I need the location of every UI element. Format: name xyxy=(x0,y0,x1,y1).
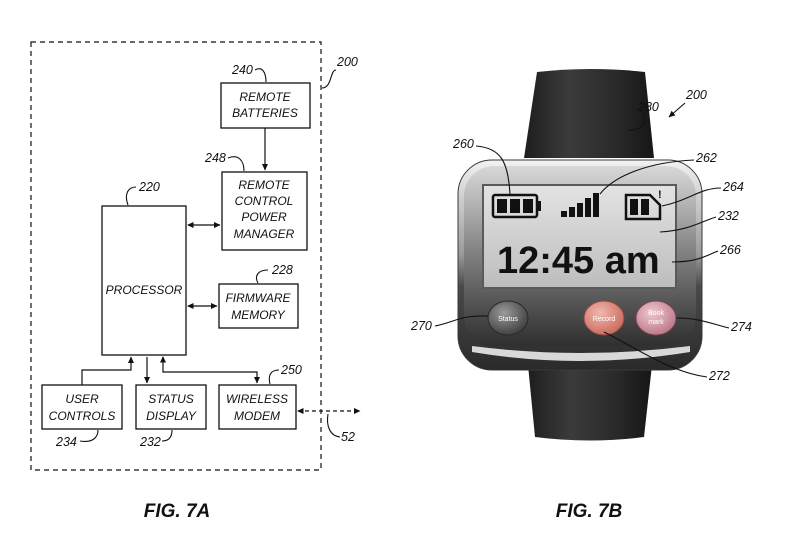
remote-batteries-ref: 240 xyxy=(231,63,253,77)
user-controls-block: USER CONTROLS xyxy=(42,385,122,429)
power-manager-line-3: POWER xyxy=(241,210,287,224)
system-ref-leader xyxy=(322,70,336,88)
remote-batteries-block: REMOTE BATTERIES xyxy=(221,83,310,128)
record-button-label: Record xyxy=(593,316,616,323)
status-button-ref: 270 xyxy=(410,319,432,333)
remote-battery-ref: 264 xyxy=(722,180,744,194)
firmware-memory-leader xyxy=(256,270,268,283)
lower-strap xyxy=(528,365,652,441)
power-manager-line-1: REMOTE xyxy=(238,178,290,192)
status-display-ref: 232 xyxy=(139,435,161,449)
fig-7b-caption: FIG. 7B xyxy=(556,501,623,522)
status-button[interactable]: Status xyxy=(488,301,528,335)
upper-strap xyxy=(524,69,654,158)
display-ref: 232 xyxy=(717,209,739,223)
battery-ref: 260 xyxy=(452,137,474,151)
user-controls-line-2: CONTROLS xyxy=(49,409,116,423)
power-manager-line-2: CONTROL xyxy=(235,194,294,208)
remote-batteries-line-1: REMOTE xyxy=(239,90,291,104)
firmware-memory-ref: 228 xyxy=(271,263,293,277)
power-manager-leader xyxy=(228,157,244,171)
status-display-block: STATUS DISPLAY xyxy=(136,385,206,429)
fig-7a-block-diagram: 200 REMOTE BATTERIES 240 REMOTE CONTROL … xyxy=(31,42,360,522)
record-button[interactable]: Record xyxy=(584,301,624,335)
bookmark-button[interactable]: Book mark xyxy=(636,301,676,335)
remote-batteries-leader xyxy=(255,69,266,82)
bookmark-button-ref: 274 xyxy=(730,320,752,334)
wireless-link-leader xyxy=(328,414,341,437)
wireless-modem-line-2: MODEM xyxy=(234,409,280,423)
remote-battery-alert: ! xyxy=(658,189,662,201)
strap-ref: 280 xyxy=(637,100,659,114)
record-button-ref: 272 xyxy=(708,369,730,383)
user-controls-ref: 234 xyxy=(55,435,77,449)
fig-7a-caption: FIG. 7A xyxy=(144,501,211,522)
processor-label: PROCESSOR xyxy=(106,283,183,297)
watch-system-ref: 200 xyxy=(685,88,707,102)
watch-time-display: 12:45 am xyxy=(497,240,660,282)
remote-batteries-line-2: BATTERIES xyxy=(232,106,298,120)
status-button-label: Status xyxy=(498,316,518,323)
processor-leader xyxy=(126,187,136,205)
power-manager-ref: 248 xyxy=(204,151,226,165)
status-display-line-1: STATUS xyxy=(148,392,194,406)
firmware-memory-line-1: FIRMWARE xyxy=(225,291,291,305)
time-ref: 266 xyxy=(719,243,741,257)
fig-7b-watch-illustration: ! 12:45 am Status Record Book mark 200 2… xyxy=(410,69,752,522)
user-controls-line-1: USER xyxy=(65,392,99,406)
power-manager-line-4: MANAGER xyxy=(234,227,295,241)
status-display-leader xyxy=(162,430,172,441)
wireless-modem-ref: 250 xyxy=(280,363,302,377)
watch-system-ref-arrow xyxy=(669,103,685,117)
bookmark-button-label-line-2: mark xyxy=(648,319,664,326)
user-controls-leader xyxy=(80,430,98,441)
wireless-link-ref: 52 xyxy=(341,430,355,444)
firmware-memory-line-2: MEMORY xyxy=(231,308,286,322)
processor-modem-arrow xyxy=(163,357,257,383)
wireless-modem-line-1: WIRELESS xyxy=(226,392,288,406)
system-ref-label: 200 xyxy=(336,55,358,69)
status-display-line-2: DISPLAY xyxy=(146,409,197,423)
processor-ref: 220 xyxy=(138,180,160,194)
power-manager-block: REMOTE CONTROL POWER MANAGER xyxy=(222,172,307,250)
wireless-modem-leader xyxy=(269,370,279,384)
controls-to-processor-arrow xyxy=(82,357,131,385)
bookmark-button-label-line-1: Book xyxy=(648,310,664,317)
processor-block: PROCESSOR xyxy=(102,206,186,355)
firmware-memory-block: FIRMWARE MEMORY xyxy=(219,284,298,328)
wireless-modem-block: WIRELESS MODEM xyxy=(219,385,296,429)
signal-ref: 262 xyxy=(695,151,717,165)
